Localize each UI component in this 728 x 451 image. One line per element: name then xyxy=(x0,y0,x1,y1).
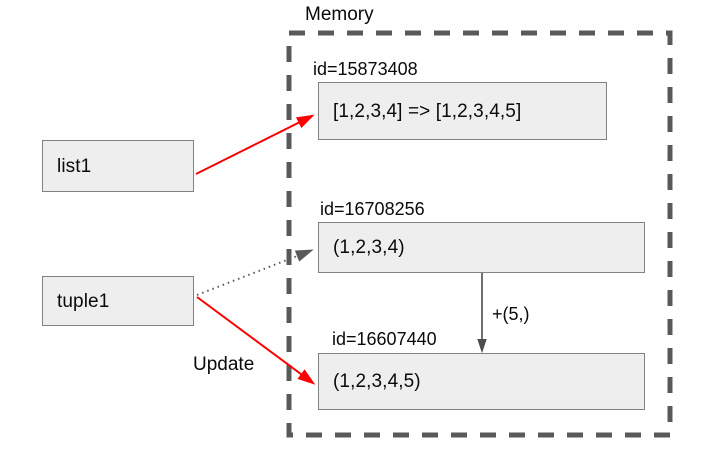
edge-list1-to-object xyxy=(195,114,315,175)
memory-object-value-list: [1,2,3,4] => [1,2,3,4,5] xyxy=(333,100,522,122)
object-id-label-tuple-new: id=16607440 xyxy=(332,329,437,349)
object-id-label-tuple-old: id=16708256 xyxy=(320,199,425,219)
memory-object-tuple-new[interactable]: (1,2,3,4,5) xyxy=(318,353,645,410)
memory-object-value-tuple-old: (1,2,3,4) xyxy=(333,237,405,258)
variable-label-tuple1: tuple1 xyxy=(57,290,110,312)
memory-object-tuple-old[interactable]: (1,2,3,4) xyxy=(318,222,645,273)
object-id-label-list: id=15873408 xyxy=(313,59,418,79)
edge-label-concat-op: +(5,) xyxy=(492,304,530,324)
variable-label-list1: list1 xyxy=(57,155,92,177)
memory-object-list[interactable]: [1,2,3,4] => [1,2,3,4,5] xyxy=(318,82,607,140)
variable-box-list1[interactable]: list1 xyxy=(42,140,194,192)
edge-label-update: Update xyxy=(193,354,255,375)
edge-tuple1-to-old-object xyxy=(196,249,314,296)
variable-box-tuple1[interactable]: tuple1 xyxy=(42,276,194,326)
memory-object-value-tuple-new: (1,2,3,4,5) xyxy=(333,371,421,392)
memory-region-title: Memory xyxy=(305,4,374,25)
